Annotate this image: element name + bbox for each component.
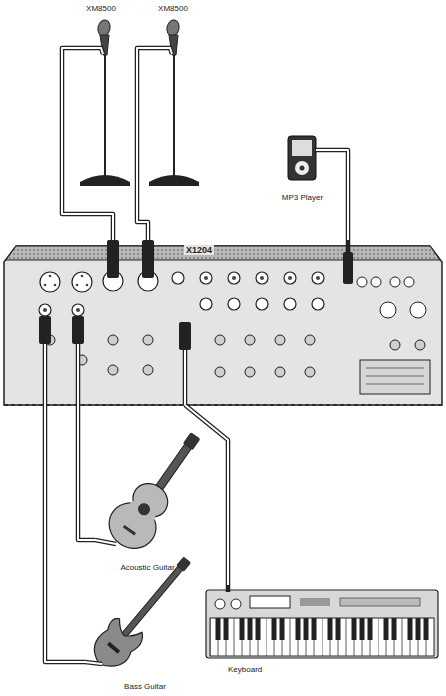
mic-cable-end	[70, 48, 172, 54]
caption-text: Bass Guitar	[124, 682, 166, 691]
keyboard: Keyboard	[200, 585, 442, 680]
microphone: XM8500	[70, 2, 132, 192]
cable-group	[185, 405, 228, 585]
mp3-player	[288, 136, 335, 180]
cable-group	[78, 405, 95, 540]
keyboard-instrument	[206, 585, 438, 658]
cable-core	[137, 48, 148, 240]
cable-group	[45, 405, 85, 662]
microphone: XM8500	[142, 2, 204, 192]
cable-core	[62, 48, 113, 240]
audio-cable	[137, 48, 148, 240]
acoustic-guitar: Acoustic Guitar	[95, 430, 200, 575]
cable-core	[335, 150, 348, 240]
microphone-stand	[80, 19, 130, 186]
cable-group	[335, 150, 348, 240]
bass-guitar: Bass Guitar	[85, 555, 205, 694]
caption-text: XM8500	[86, 4, 116, 13]
mixer-illustration	[4, 240, 442, 405]
mixer-unit: X1204	[6, 240, 442, 405]
cable-core	[78, 405, 95, 540]
cable-core	[45, 405, 85, 662]
audio-cable	[78, 405, 95, 540]
audio-cable	[45, 405, 85, 662]
mp3-player: MP3 Player	[270, 130, 335, 205]
acoustic-guitar	[100, 422, 215, 558]
bass-guitar	[85, 548, 201, 677]
audio-cable	[62, 48, 113, 240]
cable-group	[137, 48, 148, 240]
audio-cable	[335, 150, 348, 240]
cable-group	[62, 48, 113, 240]
caption-text: Keyboard	[228, 665, 262, 674]
microphone-stand	[149, 19, 199, 186]
bass-cable-end	[85, 662, 102, 664]
cable-core	[185, 405, 228, 585]
caption-text: Acoustic Guitar	[120, 563, 174, 572]
guitar-cable-end	[95, 540, 116, 544]
caption-text: XM8500	[158, 4, 188, 13]
audio-cable	[185, 405, 228, 585]
caption-text: X1204	[184, 245, 214, 255]
caption-text: MP3 Player	[282, 193, 323, 202]
